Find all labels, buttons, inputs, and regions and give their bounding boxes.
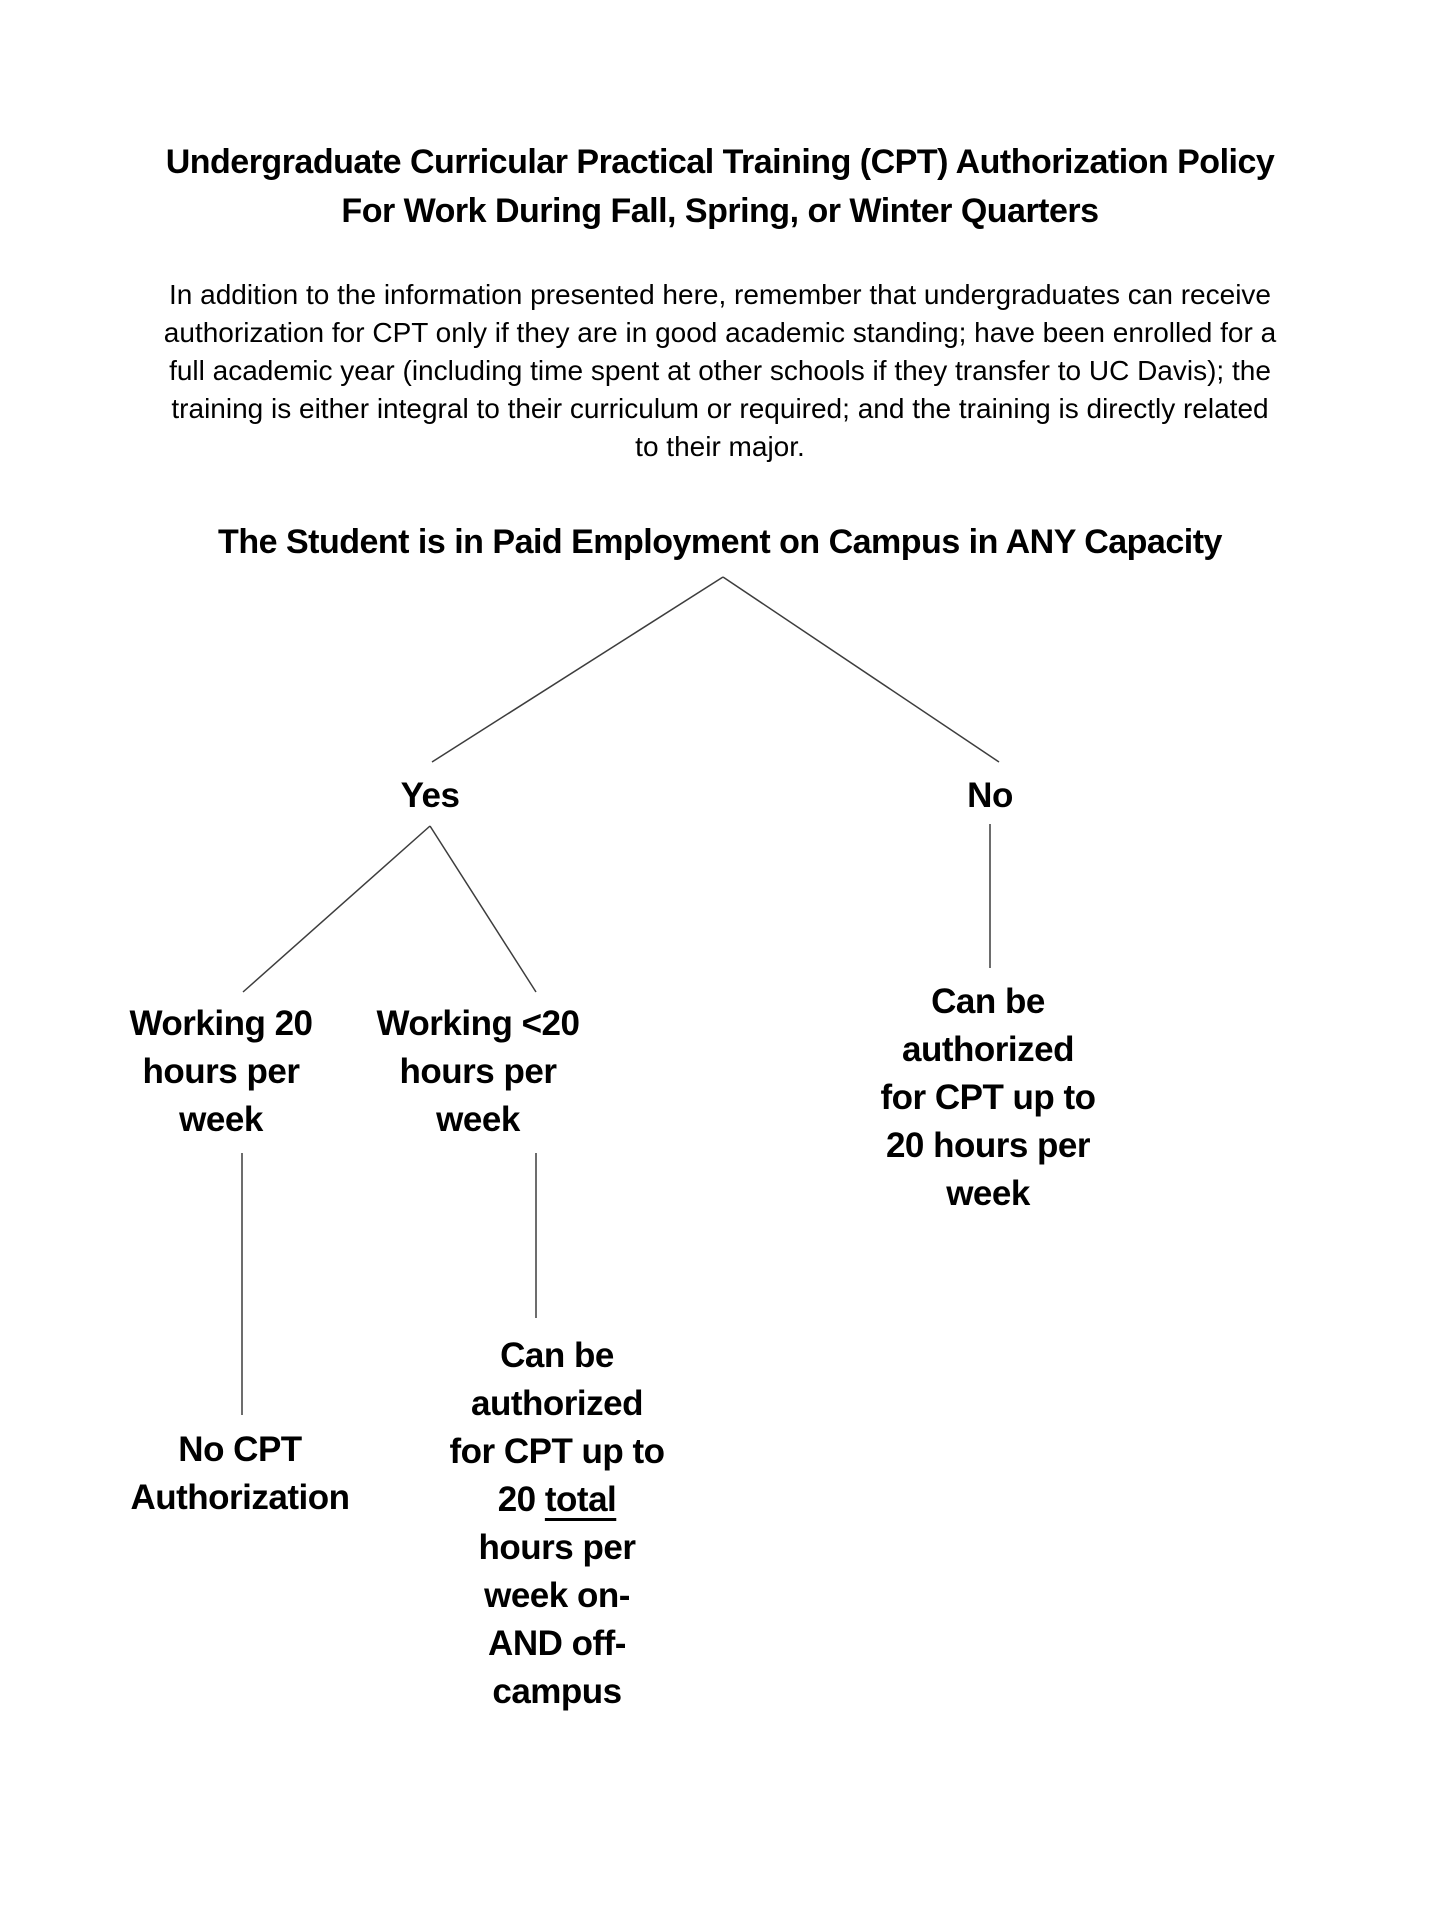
flowchart-root-question: The Student is in Paid Employment on Cam… bbox=[218, 523, 1222, 561]
connector-root-to-no bbox=[722, 576, 1000, 763]
connector-yes-to-working-lt20 bbox=[429, 825, 537, 993]
node-working-under-20-hours: Working <20 hours per week bbox=[376, 1004, 580, 1139]
node-no-cpt-authorization: No CPT Authorization bbox=[130, 1430, 350, 1517]
page-title: Undergraduate Curricular Practical Train… bbox=[165, 143, 1275, 230]
intro-paragraph: In addition to the information presented… bbox=[163, 279, 1277, 462]
connector-yes-to-working20 bbox=[242, 825, 431, 993]
node-working-20-hours: Working 20 hours per week bbox=[129, 1004, 313, 1139]
connector-root-to-yes bbox=[431, 576, 724, 763]
under-20-outcome-text-end: hours per week on- AND off- campus bbox=[478, 1528, 636, 1711]
under-20-outcome-underlined-word: total bbox=[544, 1480, 617, 1519]
yes-label: Yes bbox=[400, 776, 460, 815]
no-label: No bbox=[967, 776, 1013, 815]
node-no-branch-outcome: Can be authorized for CPT up to 20 hours… bbox=[880, 982, 1096, 1213]
node-under-20-outcome: Can be authorized for CPT up to 20 total… bbox=[449, 1332, 665, 1716]
under-20-outcome-text-start: Can be authorized for CPT up to 20 bbox=[449, 1336, 665, 1519]
